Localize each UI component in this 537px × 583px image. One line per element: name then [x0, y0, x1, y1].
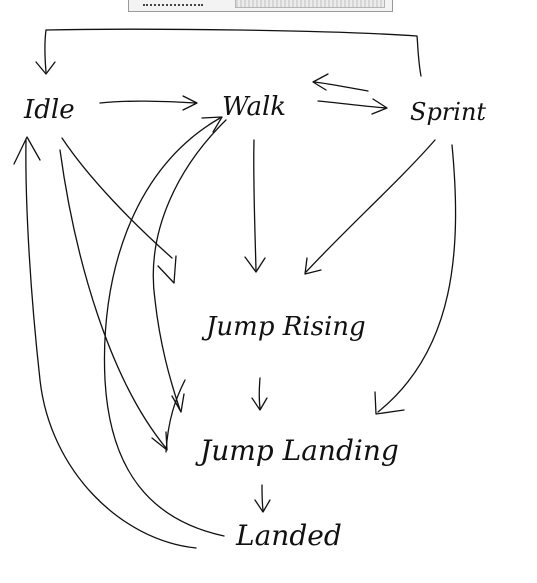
edge-landed-to-idle	[13, 136, 197, 549]
cropped-toolbar	[128, 0, 393, 12]
edge-walk-to-jump-landing	[152, 119, 227, 413]
edge-idle-to-jump-rising	[61, 137, 177, 284]
node-walk: Walk	[222, 92, 286, 122]
edge-sprint-to-jump-rising	[304, 139, 436, 275]
cropped-field	[235, 0, 385, 8]
edge-landed-to-jump-landing-link	[165, 379, 186, 453]
edge-idle-to-walk	[99, 95, 198, 111]
edge-sprint-to-idle	[35, 28, 422, 77]
node-sprint: Sprint	[410, 98, 486, 126]
edge-sprint-to-walk	[312, 73, 369, 92]
edge-sprint-to-jump-landing	[374, 144, 457, 415]
edge-walk-to-sprint	[317, 98, 388, 115]
node-jump-landing: Jump Landing	[195, 434, 399, 467]
edge-landed-to-walk	[103, 116, 225, 537]
edge-idle-to-jump-landing	[59, 149, 168, 451]
node-idle: Idle	[23, 95, 75, 125]
edge-walk-to-jump-rising	[244, 139, 266, 273]
node-landed: Landed	[235, 519, 342, 552]
edge-jump-landing-to-landed	[254, 484, 271, 513]
cropped-label	[143, 0, 203, 6]
edge-jump-rising-to-jump-landing	[251, 377, 268, 411]
node-jump-rising: Jump Rising	[201, 312, 366, 342]
